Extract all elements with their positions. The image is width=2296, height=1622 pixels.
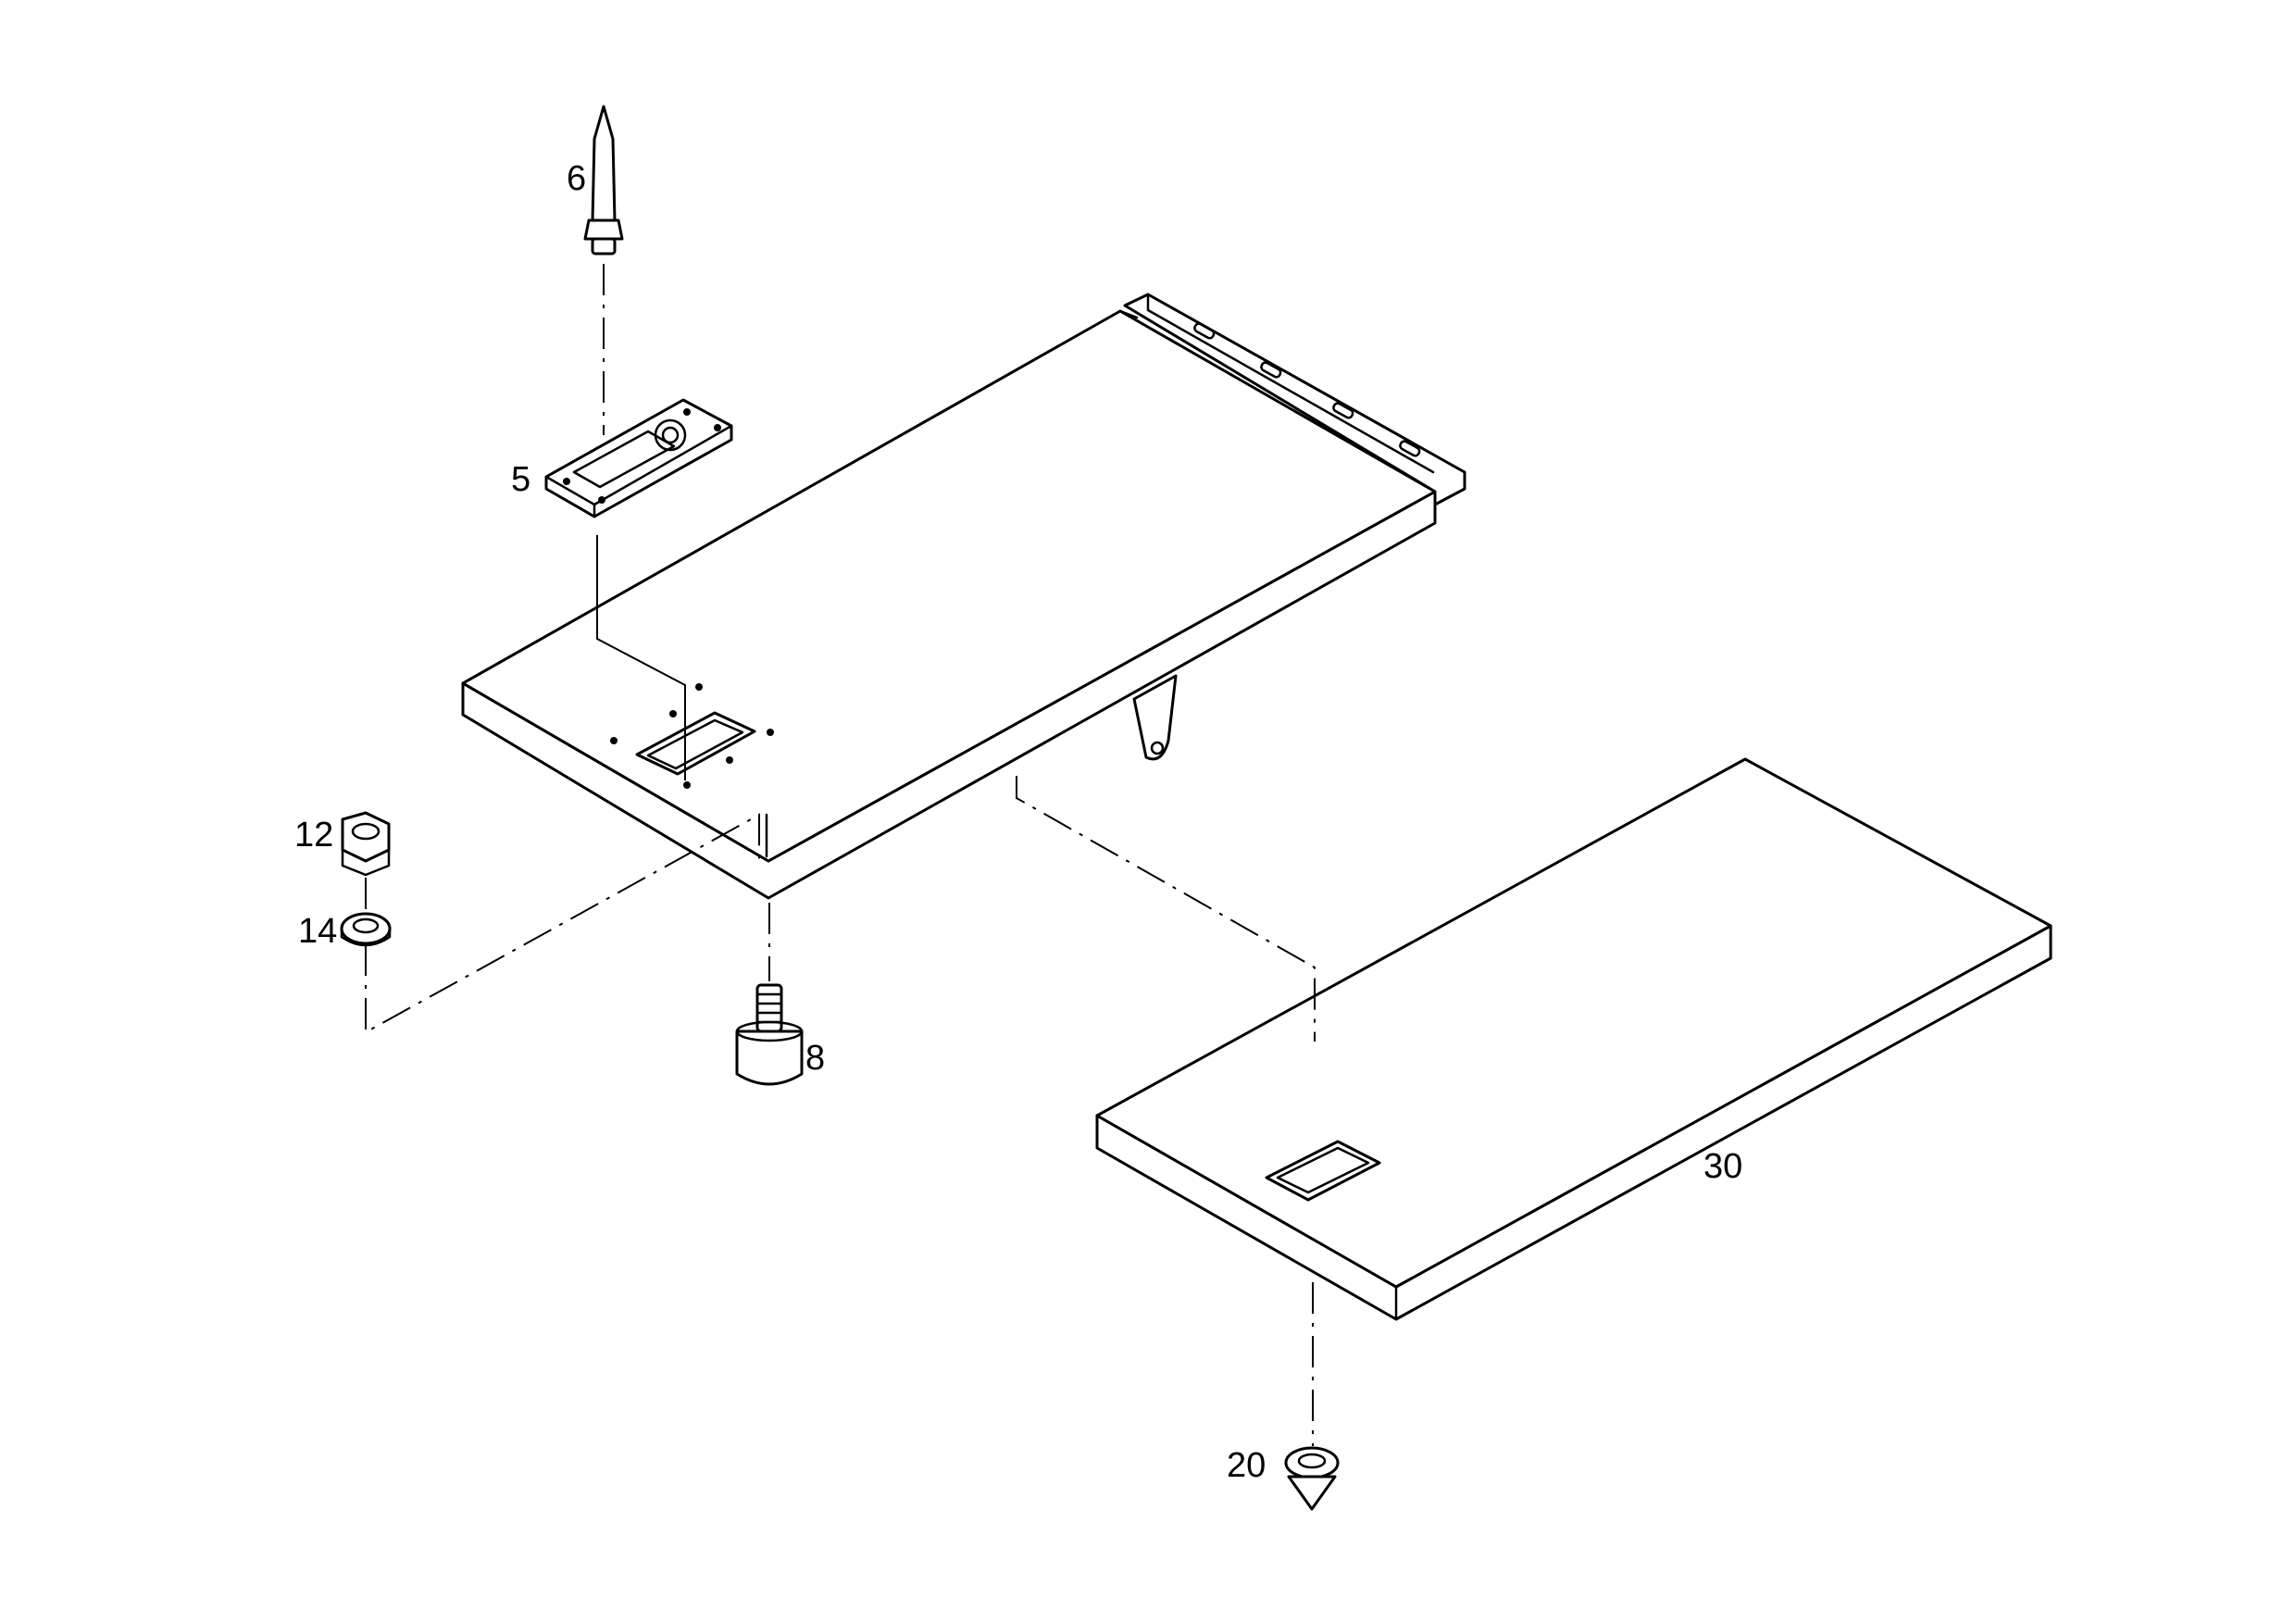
tray-screw-holes: [610, 683, 774, 789]
callout-20: 20: [1227, 1446, 1266, 1485]
callout-8: 8: [805, 1039, 825, 1078]
callout-5: 5: [511, 460, 530, 499]
mounting-plate: [544, 398, 733, 518]
main-tray-rim: [765, 309, 1139, 858]
callout-30: 30: [1703, 1147, 1742, 1186]
callout-6: 6: [567, 159, 586, 198]
tray-recess: [635, 711, 756, 776]
support-bracket: [1132, 674, 1178, 761]
callout-labels: 6 5 12 14 8 30 20: [294, 159, 1742, 1485]
callout-14: 14: [298, 912, 337, 951]
threaded-foot: [735, 983, 804, 1086]
pointer-pin: [583, 105, 624, 256]
lower-tray: [1095, 757, 2053, 1321]
washer: [340, 912, 392, 947]
callout-12: 12: [294, 816, 333, 855]
main-tray: [461, 293, 1466, 900]
hex-nut: [341, 811, 391, 877]
cone-foot: [1284, 1446, 1340, 1511]
assembly-lines: [365, 264, 1316, 1446]
hinge-slots: [1193, 322, 1421, 457]
